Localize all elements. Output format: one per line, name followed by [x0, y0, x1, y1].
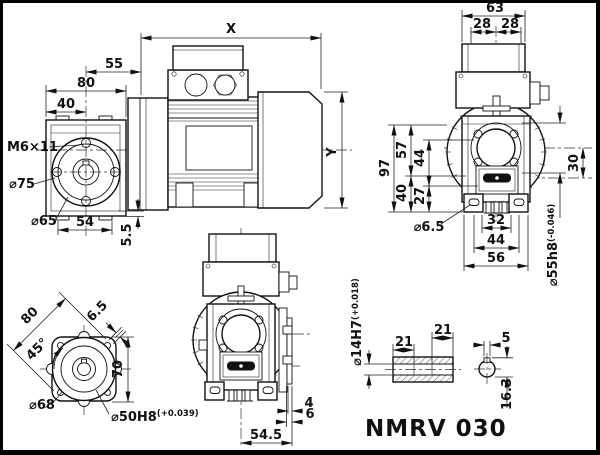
front-view: 63 28 28 97 57 40 44 27 30 ⌀6.5 32 44 56… [378, 1, 592, 286]
dim-4: 4 [304, 396, 313, 411]
dim-70: 70 [111, 360, 126, 378]
circle-dia50 [60, 345, 108, 393]
dim-63: 63 [486, 1, 504, 16]
front-view-dimensions [388, 10, 586, 271]
keyway-detail [474, 353, 501, 385]
circle-dia68 [51, 336, 117, 402]
dim-dia65: ⌀65 [31, 214, 57, 229]
side-view: X 55 80 40 M6×11 ⌀75 ⌀65 54 5.5 Y [7, 22, 352, 247]
dim-diag-80: 80 [18, 304, 41, 327]
dim-40: 40 [57, 97, 75, 112]
dim-27: 27 [413, 187, 428, 205]
motor-body-side [167, 96, 263, 208]
dim-21-left: 21 [395, 335, 413, 350]
flange-view: 80 6.5 45° 70 ⌀68 ⌀50H8(+0.039) [6, 291, 199, 425]
dim-56: 56 [487, 251, 505, 266]
dim-overall-height-y: Y [325, 147, 340, 158]
dim-40-front: 40 [395, 184, 410, 202]
dim-dia55h8: ⌀55h8(-0.046) [546, 204, 561, 287]
dim-44-bottom: 44 [487, 233, 505, 248]
dim-dia14h7: ⌀14H7(+0.018) [350, 278, 365, 366]
dim-6: 6 [305, 407, 314, 422]
fan-cover-side [257, 91, 323, 209]
dim-45deg: 45° [24, 336, 52, 364]
dim-28-right: 28 [501, 17, 519, 32]
back-view-dimensions [240, 386, 303, 446]
output-flange-edge [278, 307, 288, 393]
shaft-section-view: ⌀14H7(+0.018) 21 21 5 16.3 [350, 278, 515, 410]
terminal-box-front [455, 43, 550, 109]
dim-28-left: 28 [473, 17, 491, 32]
dim-dia68: ⌀68 [29, 398, 55, 413]
dim-54-5: 54.5 [250, 428, 282, 443]
worm-gearbox-housing [45, 115, 127, 221]
dim-21-right: 21 [434, 323, 452, 338]
dim-80: 80 [77, 76, 95, 91]
dim-key-5: 5 [501, 331, 510, 346]
motor-flange-bell [127, 97, 169, 211]
dim-55: 55 [105, 57, 123, 72]
dim-97: 97 [378, 159, 393, 177]
dim-32: 32 [487, 213, 505, 228]
dim-thread-m6x11: M6×11 [7, 140, 58, 155]
gearbox-housing-front [461, 95, 531, 214]
flange-view-dimensions [6, 291, 134, 415]
cable-gland [529, 81, 541, 105]
output-flange [46, 331, 122, 407]
terminal-box-side [167, 45, 249, 101]
dim-54: 54 [76, 215, 94, 230]
side-view-dimensions [33, 33, 348, 235]
dim-dia6-5: ⌀6.5 [414, 220, 445, 235]
shaft-view-dimensions [364, 332, 513, 408]
terminal-box-back [202, 233, 298, 297]
shaft-section [385, 356, 461, 383]
dim-44-left: 44 [413, 149, 428, 167]
dim-dia50h8: ⌀50H8(+0.039) [111, 409, 199, 425]
dim-dia75: ⌀75 [9, 177, 35, 192]
gearbox-housing-back [198, 285, 293, 402]
dim-16-3: 16.3 [500, 378, 515, 410]
back-view: 4 6 54.5 [191, 228, 315, 448]
drawing-title: NMRV 030 [365, 416, 507, 442]
dim-overall-length-x: X [226, 22, 236, 37]
dim-5-5: 5.5 [120, 223, 135, 246]
dim-30: 30 [567, 154, 582, 172]
dim-57: 57 [395, 141, 410, 159]
